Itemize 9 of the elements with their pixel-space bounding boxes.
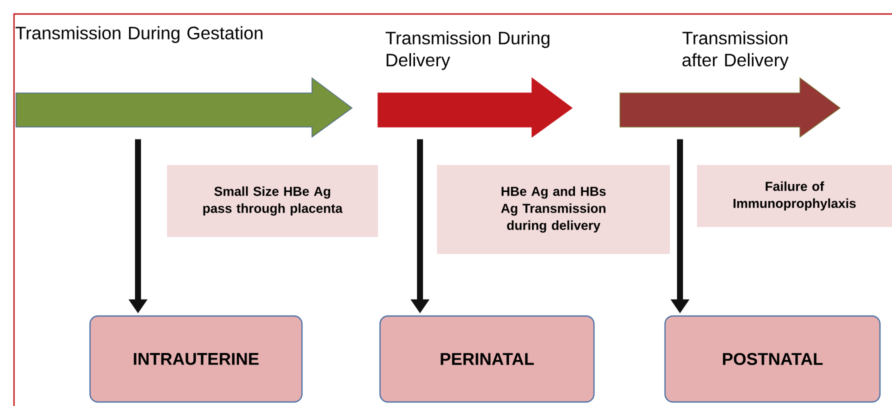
node-label: Transmission During Gestation bbox=[16, 26, 262, 43]
outcome-box: INTRAUTERINE bbox=[89, 315, 303, 403]
note-box: Failure of Immunoprophylaxis bbox=[697, 165, 892, 227]
node-label: Transmission During Delivery bbox=[386, 31, 550, 70]
outcome-box: POSTNATAL bbox=[664, 315, 881, 403]
outcome-box: PERINATAL bbox=[379, 315, 595, 403]
note-box: HBe Ag and HBs Ag Transmission during delivery bbox=[437, 165, 670, 254]
node-label: Transmission after Delivery bbox=[682, 31, 789, 70]
note-box: Small Size HBe Ag pass through placenta bbox=[167, 165, 378, 237]
